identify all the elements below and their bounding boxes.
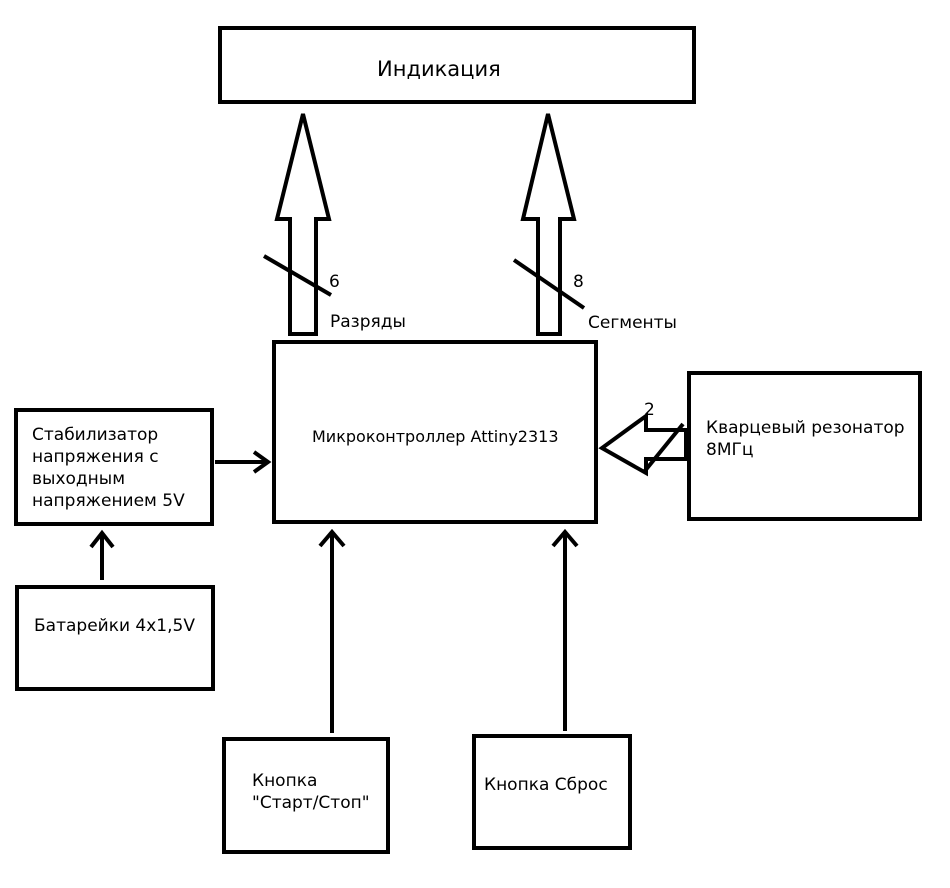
stabilizer-label: Стабилизатор напряжения с выходным напря… <box>32 425 185 511</box>
digits-bus-arrow <box>274 113 332 336</box>
mcu-label: Микроконтроллер Attiny2313 <box>312 427 559 446</box>
stabilizer-to-mcu-head <box>252 450 272 474</box>
battery-to-stabilizer-head <box>89 529 115 549</box>
digits-bus-slash <box>262 254 333 297</box>
reset-button-block <box>472 734 632 850</box>
digits-label: Разряды <box>330 312 406 332</box>
reset-to-mcu-head <box>551 528 579 548</box>
segments-label: Сегменты <box>588 313 677 333</box>
reset-button-label: Кнопка Сброс <box>484 775 608 795</box>
indication-label: Индикация <box>377 57 501 81</box>
start-stop-button-label: Кнопка "Старт/Стоп" <box>252 771 370 813</box>
crystal-count: 2 <box>644 400 655 420</box>
segments-count: 8 <box>573 272 584 292</box>
start-stop-button-block <box>222 737 390 854</box>
crystal-label: Кварцевый резонатор 8МГц <box>706 418 905 460</box>
indication-block <box>218 26 696 104</box>
crystal-bus-slash <box>642 422 685 474</box>
start-to-mcu-head <box>318 528 346 548</box>
segments-bus-arrow <box>520 113 577 336</box>
battery-label: Батарейки 4х1,5V <box>34 616 195 636</box>
digits-count: 6 <box>329 272 340 292</box>
battery-block <box>15 585 215 691</box>
mcu-block <box>272 340 598 524</box>
segments-bus-slash <box>512 258 586 310</box>
stabilizer-block <box>14 408 214 526</box>
crystal-block <box>687 371 922 521</box>
crystal-bus-arrow <box>598 412 688 477</box>
